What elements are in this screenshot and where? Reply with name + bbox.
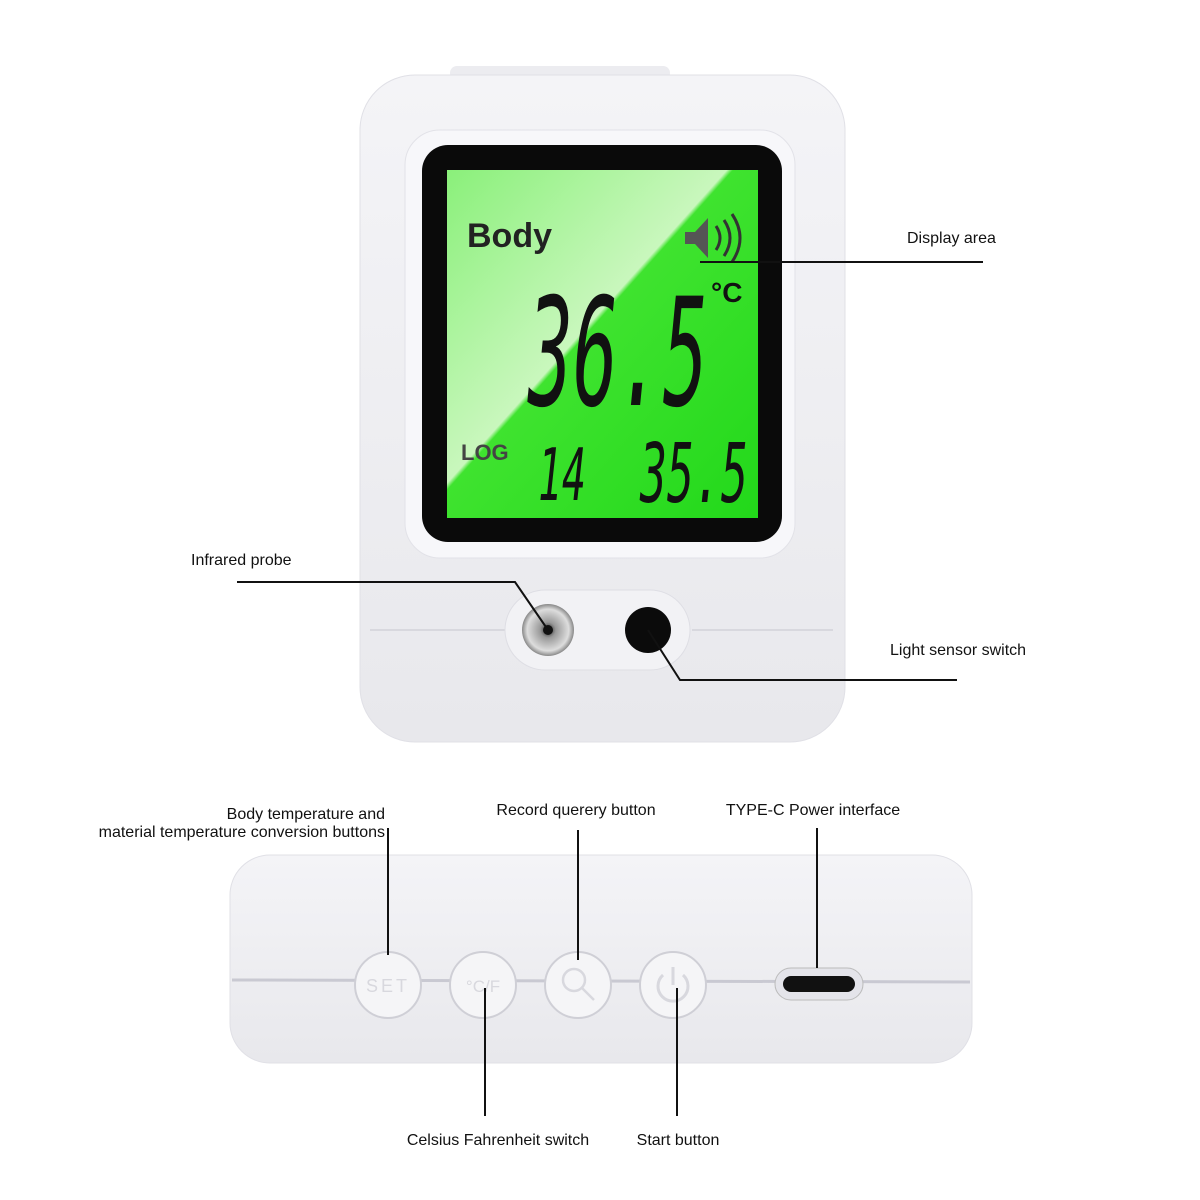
label-infrared-probe: Infrared probe [191, 552, 292, 569]
power-icon [656, 967, 690, 1003]
label-typec: TYPE-C Power interface [726, 802, 900, 819]
label-body-material-line1: Body temperature and [227, 806, 385, 823]
lcd-log-index: 14 [538, 433, 586, 517]
search-icon [561, 967, 595, 1001]
lcd-log-reading: 35.5 [639, 427, 748, 522]
callout-lines [237, 261, 983, 1116]
svg-text:°C/F: °C/F [466, 977, 500, 996]
record-query-button[interactable] [544, 951, 612, 1019]
celsius-fahrenheit-button[interactable]: °C/F [449, 951, 517, 1019]
set-button[interactable]: SET [354, 951, 422, 1019]
label-body-material-line2: material temperature conversion buttons [99, 824, 385, 841]
label-light-sensor: Light sensor switch [890, 642, 1026, 659]
lcd-unit: °C [711, 277, 742, 308]
label-display-area: Display area [907, 230, 996, 247]
start-button[interactable] [639, 951, 707, 1019]
label-record-query: Record querery button [496, 802, 655, 819]
label-celsius-fahrenheit: Celsius Fahrenheit switch [407, 1132, 589, 1149]
label-start: Start button [637, 1132, 720, 1149]
lcd-mode-label: Body [467, 217, 552, 255]
speaker-icon [685, 213, 742, 263]
lcd-log-label: LOG [461, 440, 509, 465]
lcd-main-reading: 36.5 [527, 267, 708, 441]
bottom-device: SET °C/F [229, 854, 973, 1064]
svg-text:SET: SET [366, 976, 410, 996]
front-device: Body °C 36.5 LOG 14 35.5 [359, 66, 846, 743]
